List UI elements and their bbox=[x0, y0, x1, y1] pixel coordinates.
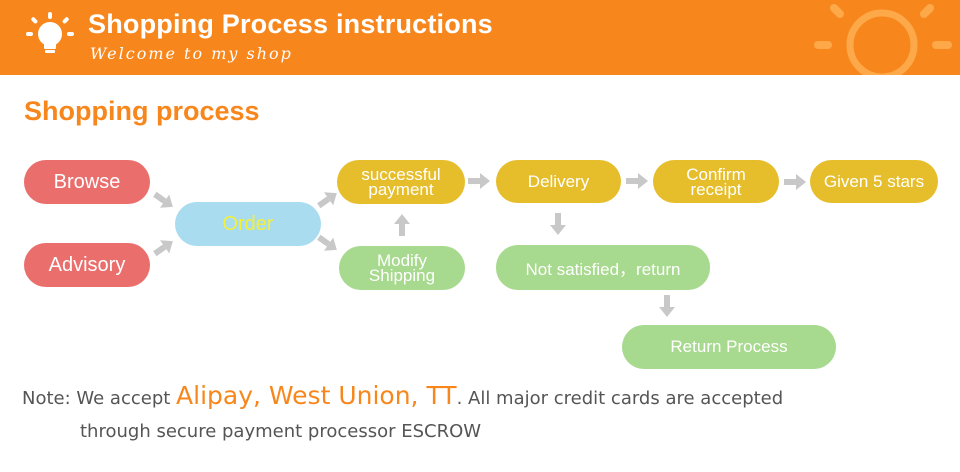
note-suffix: . All major credit cards are accepted bbox=[456, 388, 784, 409]
node-return-process-label: Return Process bbox=[670, 337, 788, 356]
arrow-advisory-order bbox=[153, 240, 173, 257]
node-modify-shipping-line2: Shipping bbox=[368, 266, 436, 285]
node-delivery: Delivery bbox=[496, 160, 621, 203]
payment-note: Note: We accept Alipay, West Union, TT. … bbox=[22, 381, 783, 410]
node-confirm-receipt: Confirm receipt bbox=[653, 160, 779, 203]
header-banner: Shopping Process instructions Welcome to… bbox=[0, 0, 960, 75]
node-advisory-label: Advisory bbox=[48, 253, 126, 276]
node-successful-payment-line1: successful bbox=[361, 165, 441, 184]
node-successful-payment-line2: payment bbox=[368, 180, 434, 199]
node-order: Order bbox=[175, 202, 321, 246]
node-delivery-label: Delivery bbox=[527, 171, 590, 191]
arrow-order-payment bbox=[317, 192, 337, 209]
node-browse: Browse bbox=[24, 160, 150, 204]
arrow-browse-order bbox=[153, 191, 173, 208]
arrow-delivery-notsatisfied bbox=[550, 213, 566, 235]
arrow-confirm-stars bbox=[784, 174, 806, 190]
arrow-modify-payment bbox=[394, 214, 410, 236]
node-modify-shipping: Modify Shipping bbox=[339, 246, 465, 290]
node-advisory: Advisory bbox=[24, 243, 150, 287]
arrow-order-modify bbox=[317, 234, 337, 251]
lightbulb-icon bbox=[26, 12, 74, 53]
node-confirm-receipt-line2: receipt bbox=[690, 179, 742, 199]
node-given-5-stars-label: Given 5 stars bbox=[823, 171, 925, 191]
arrow-payment-delivery bbox=[468, 173, 490, 189]
arrow-notsatisfied-return bbox=[659, 295, 675, 317]
node-not-satisfied-label: Not satisfied，return bbox=[525, 260, 681, 279]
sun-icon bbox=[814, 4, 952, 75]
note-prefix: Note: We accept bbox=[22, 388, 177, 409]
payment-note-line2: through secure payment processor ESCROW bbox=[80, 421, 482, 442]
arrow-delivery-confirm bbox=[626, 173, 648, 189]
node-not-satisfied: Not satisfied，return bbox=[496, 245, 710, 290]
node-confirm-receipt-line1: Confirm bbox=[686, 164, 746, 184]
section-title: Shopping process bbox=[24, 96, 260, 126]
page-title: Shopping Process instructions bbox=[88, 9, 493, 39]
node-return-process: Return Process bbox=[622, 325, 836, 369]
node-order-label: Order bbox=[222, 212, 274, 235]
node-successful-payment: successful payment bbox=[337, 160, 465, 204]
node-browse-label: Browse bbox=[53, 170, 121, 193]
node-modify-shipping-line1: Modify bbox=[376, 251, 428, 270]
page-subtitle: Welcome to my shop bbox=[90, 44, 293, 63]
node-given-5-stars: Given 5 stars bbox=[810, 160, 938, 203]
note-payment-methods: Alipay, West Union, TT bbox=[176, 381, 457, 410]
